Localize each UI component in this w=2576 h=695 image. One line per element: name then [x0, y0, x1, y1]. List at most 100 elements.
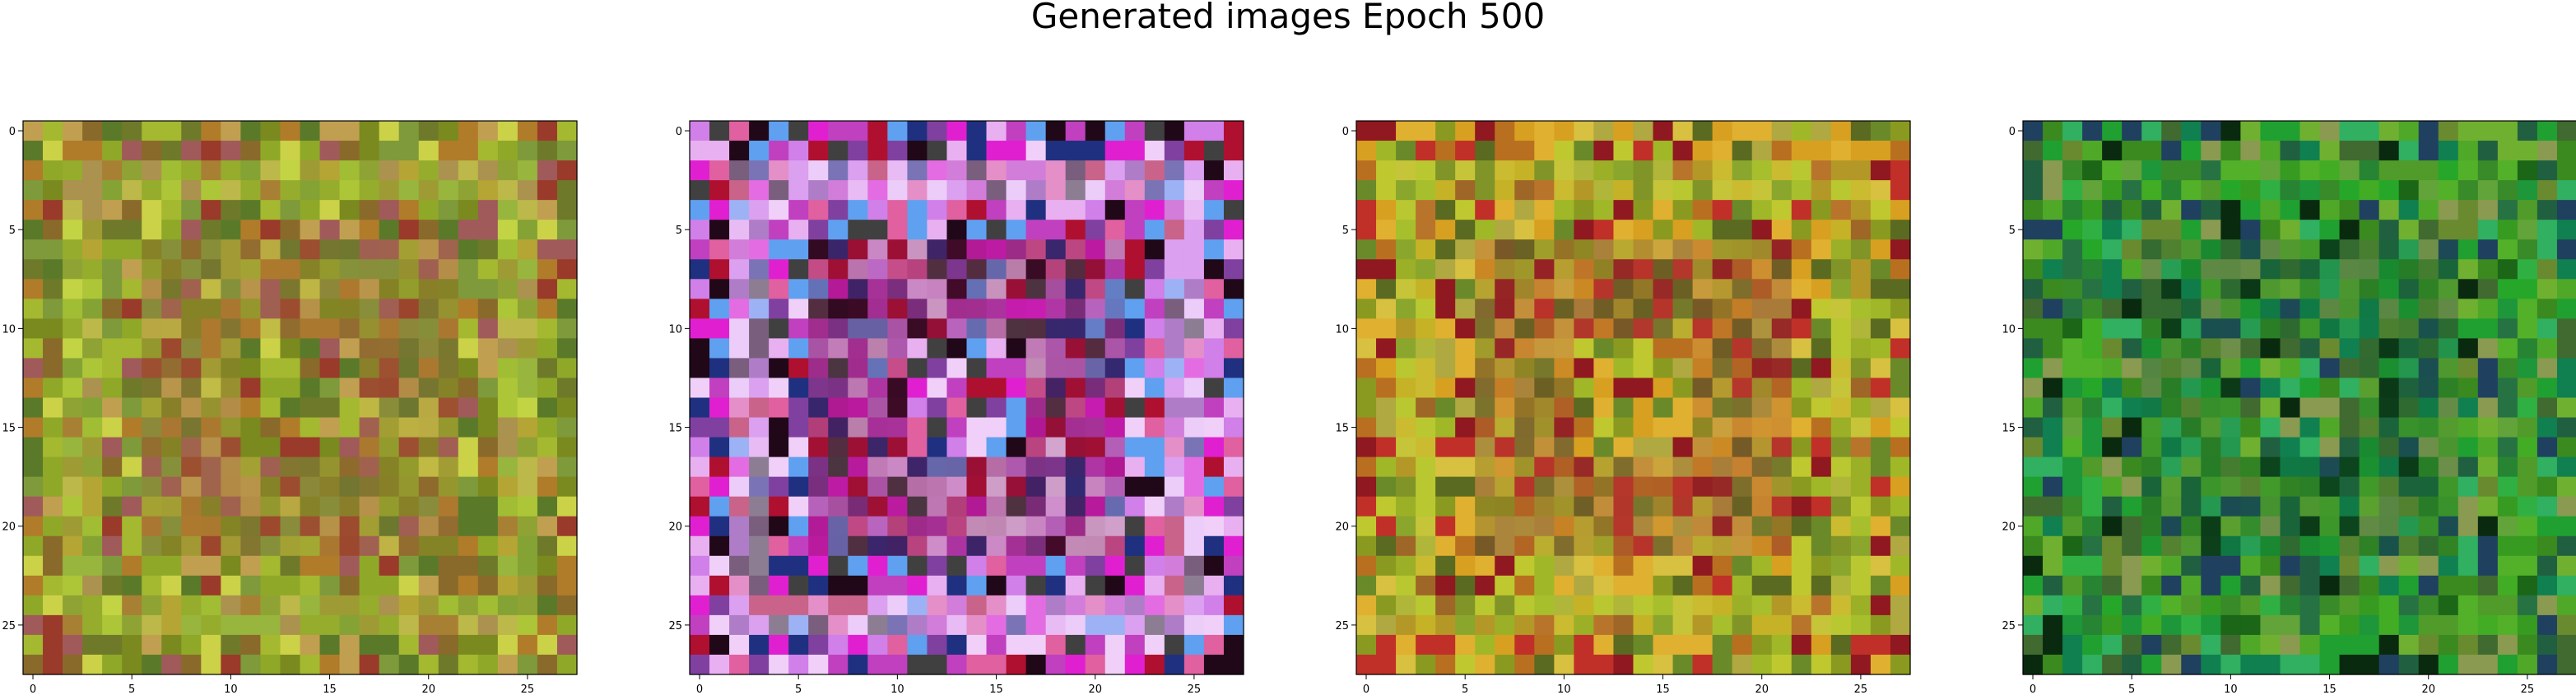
pixel: [537, 259, 558, 280]
pixel: [907, 318, 928, 339]
pixel: [319, 239, 341, 260]
pixel: [359, 496, 380, 517]
pixel: [1771, 121, 1793, 141]
pixel: [1164, 378, 1185, 399]
pixel: [1164, 535, 1185, 557]
pixel: [2260, 614, 2281, 636]
pixel: [102, 614, 123, 636]
pixel: [418, 496, 439, 517]
pixel: [537, 160, 558, 181]
pixel: [319, 614, 341, 636]
pixel: [23, 121, 44, 141]
pixel: [709, 378, 730, 399]
pixel: [398, 456, 420, 478]
pixel: [339, 595, 360, 616]
pixel: [1653, 456, 1674, 478]
pixel: [161, 555, 182, 577]
pixel: [2240, 595, 2262, 616]
pixel: [867, 160, 888, 181]
pixel: [221, 180, 241, 201]
pixel: [907, 476, 928, 498]
pixel: [1751, 160, 1773, 181]
pixel: [1203, 299, 1225, 319]
pixel: [1850, 654, 1872, 675]
pixel: [1514, 279, 1535, 299]
pixel: [2339, 239, 2360, 260]
pixel: [240, 259, 262, 280]
pixel: [398, 318, 420, 339]
pixel: [1396, 239, 1416, 260]
pixel: [398, 437, 420, 458]
pixel: [240, 437, 262, 458]
pixel: [221, 535, 241, 557]
pixel: [808, 338, 829, 359]
pixel: [946, 141, 968, 161]
pixel: [1890, 634, 1911, 656]
pixel: [788, 417, 809, 438]
pixel: [2418, 121, 2439, 141]
pixel: [2477, 496, 2499, 517]
pixel: [2043, 516, 2063, 537]
pixel: [986, 259, 1007, 280]
pixel: [1514, 397, 1535, 419]
pixel: [1164, 417, 1185, 438]
pixel: [1554, 279, 1574, 299]
pixel: [2359, 634, 2380, 656]
pixel: [1732, 417, 1753, 438]
pixel: [1104, 378, 1126, 399]
y-tick-label: 20: [2, 521, 16, 534]
pixel: [221, 299, 241, 319]
pixel: [1514, 239, 1535, 260]
pixel: [709, 200, 730, 220]
pixel: [1791, 456, 1812, 478]
pixel: [122, 318, 142, 339]
pixel: [359, 575, 380, 596]
pixel: [1870, 575, 1891, 596]
pixel: [1356, 535, 1377, 557]
pixel: [1455, 338, 1476, 359]
pixel: [1455, 318, 1476, 339]
pixel: [2378, 575, 2400, 596]
pixel: [2122, 437, 2142, 458]
pixel: [907, 634, 928, 656]
x-tick-label: 0: [2030, 683, 2036, 695]
pixel: [2220, 220, 2241, 240]
pixel: [1455, 476, 1476, 498]
pixel: [2043, 299, 2063, 319]
x-tick-label: 15: [2323, 683, 2337, 695]
pixel: [1475, 160, 1495, 181]
pixel: [43, 437, 63, 458]
pixel: [788, 378, 809, 399]
pixel: [497, 437, 518, 458]
pixel: [1870, 160, 1891, 181]
pixel: [537, 200, 558, 220]
pixel: [749, 614, 770, 636]
pixel: [319, 338, 341, 359]
pixel: [1653, 516, 1674, 537]
pixel: [2517, 160, 2538, 181]
pixel: [1633, 239, 1654, 260]
pixel: [2161, 180, 2182, 201]
y-tick-label: 0: [2009, 126, 2016, 138]
pixel: [1574, 516, 1595, 537]
pixel: [2457, 279, 2479, 299]
pixel: [2082, 279, 2103, 299]
pixel: [1045, 614, 1067, 636]
pixel: [359, 200, 380, 220]
pixel: [1712, 279, 1733, 299]
pixel: [986, 378, 1007, 399]
pixel: [1514, 259, 1535, 280]
pixel: [1732, 456, 1753, 478]
pixel: [201, 575, 221, 596]
pixel: [477, 121, 499, 141]
pixel: [2082, 397, 2103, 419]
pixel: [946, 239, 968, 260]
pixel: [240, 456, 262, 478]
pixel: [1416, 575, 1436, 596]
pixel: [122, 456, 142, 478]
pixel: [1712, 121, 1733, 141]
pixel: [1534, 476, 1555, 498]
pixel: [2062, 614, 2083, 636]
pixel: [749, 595, 770, 616]
pixel: [556, 358, 578, 379]
